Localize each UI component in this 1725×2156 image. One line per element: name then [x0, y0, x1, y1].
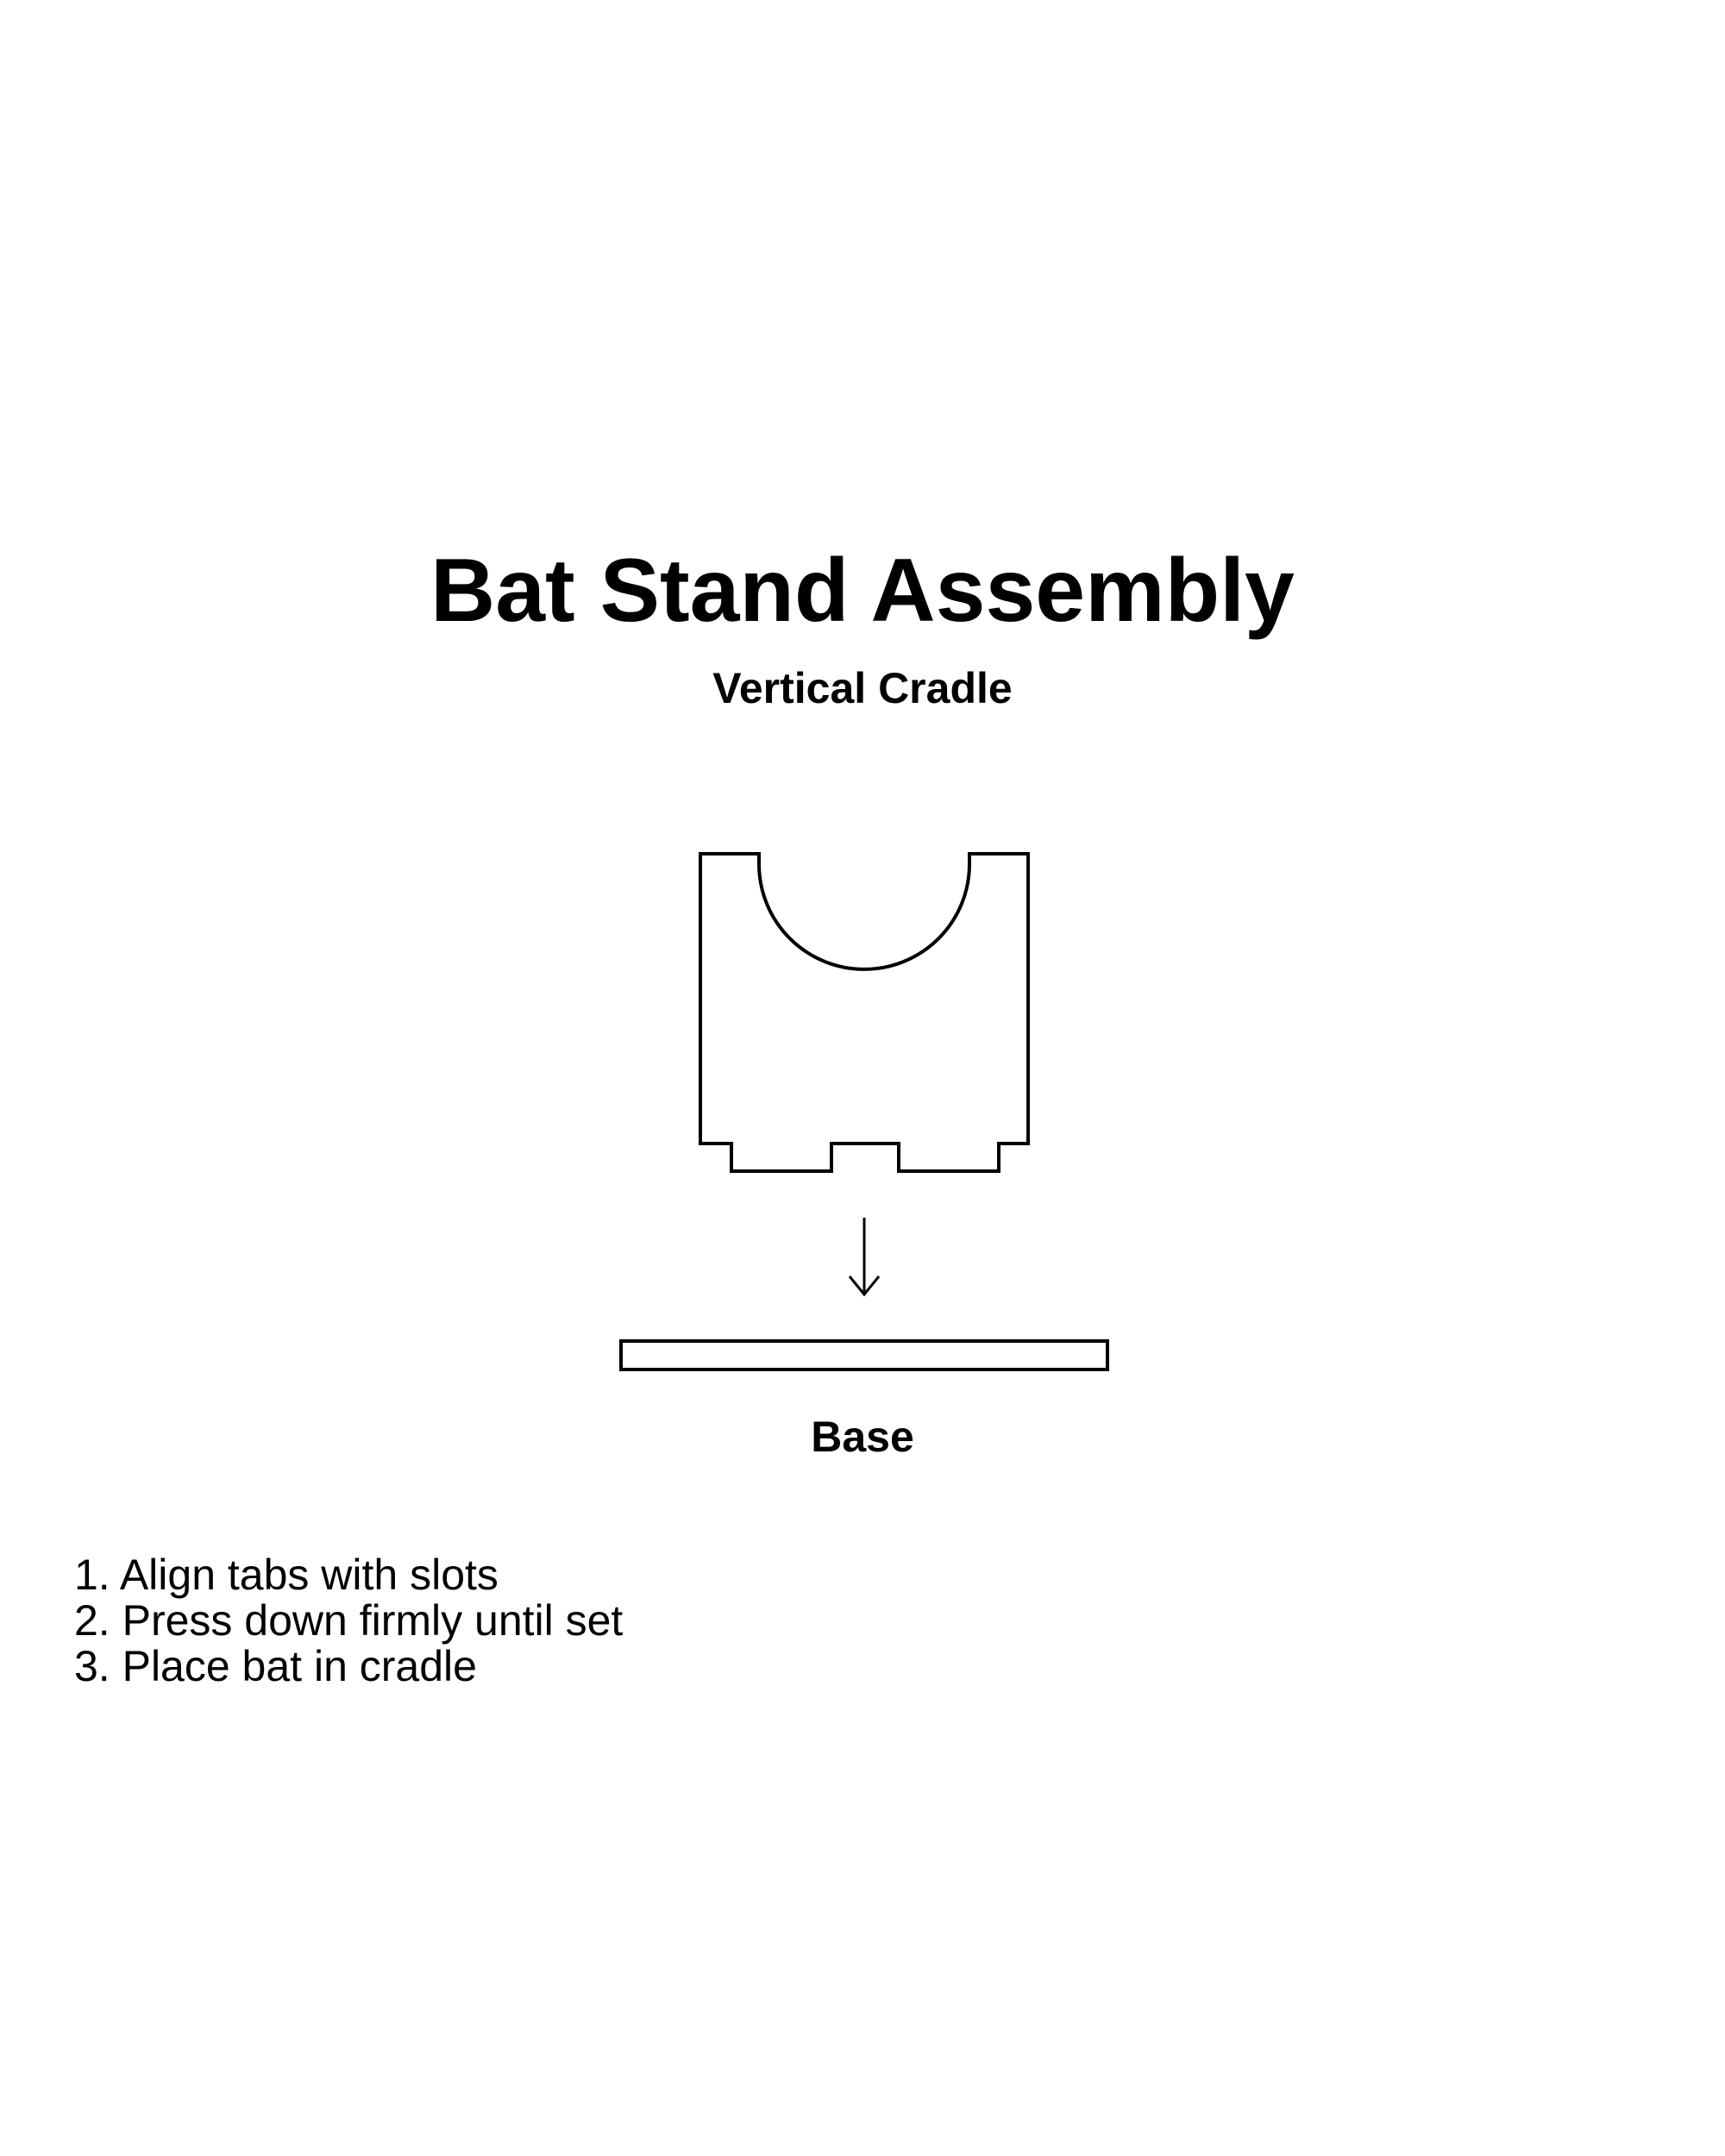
page-title: Bat Stand Assembly	[430, 541, 1295, 641]
down-arrow-icon	[848, 1218, 881, 1297]
cradle-piece	[699, 852, 1030, 1173]
step-2: 2. Press down firmly until set	[74, 1596, 624, 1645]
instruction-steps: 1. Align tabs with slots 2. Press down f…	[74, 1552, 623, 1689]
base-piece	[619, 1339, 1109, 1371]
step-3: 3. Place bat in cradle	[74, 1642, 477, 1690]
page-subtitle: Vertical Cradle	[712, 664, 1013, 712]
base-label: Base	[811, 1413, 914, 1461]
step-1: 1. Align tabs with slots	[74, 1551, 499, 1599]
